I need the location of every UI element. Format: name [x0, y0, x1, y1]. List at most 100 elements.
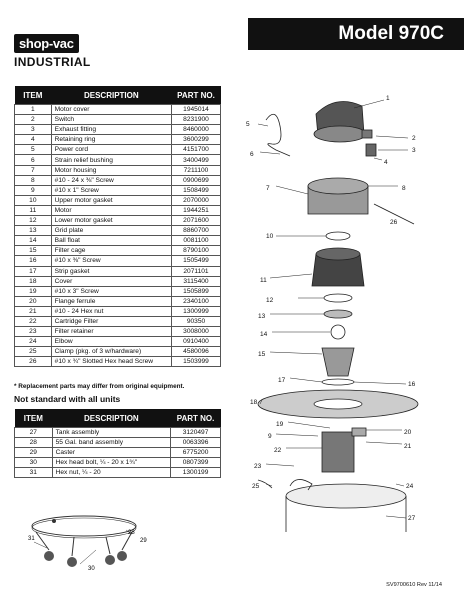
item-number: 26 [14, 356, 52, 368]
item-number: 29 [14, 447, 53, 459]
bolt [52, 519, 56, 523]
part-description: Lower motor gasket [50, 215, 172, 227]
part-description: Tank assembly [51, 426, 172, 439]
callout-27: 27 [408, 515, 416, 522]
callout-9: 9 [268, 433, 272, 440]
part-number: 1505899 [170, 285, 222, 297]
model-title-bar: Model 970C [248, 18, 464, 50]
callout-15: 15 [258, 351, 266, 358]
switch [361, 129, 373, 139]
part-number: 8790100 [170, 245, 222, 257]
item-number: 25 [14, 346, 52, 358]
item-number: 28 [14, 437, 53, 449]
part-description: #10 x ¾" Slotted Hex head Screw [50, 356, 172, 368]
part-number: 8231900 [170, 114, 222, 126]
item-number: 20 [14, 295, 52, 307]
part-number: 2340100 [170, 295, 222, 307]
part-number: 1300999 [170, 305, 222, 317]
motor-top [315, 247, 361, 261]
dolly-callout: 29 [140, 538, 147, 544]
item-number: 10 [14, 194, 52, 206]
part-number: 3600299 [170, 134, 222, 146]
part-description: #10 - 24 x ⅜" Screw [50, 174, 172, 186]
exploded-parts-diagram: 1 2 3 4 5 6 7 8 26 10 11 12 13 14 15 17 … [246, 95, 419, 532]
part-description: Power cord [50, 144, 172, 156]
part-description: Strip gasket [50, 265, 172, 277]
part-number: 0900699 [170, 174, 222, 186]
header-description: DESCRIPTION [51, 86, 172, 105]
callout-13: 13 [258, 313, 266, 320]
part-description: Cartridge Filter [50, 315, 172, 328]
callout-18: 18 [250, 399, 258, 406]
part-description: Cover [50, 275, 172, 287]
item-number: 11 [14, 204, 52, 217]
item-number: 16 [14, 255, 52, 267]
callout-17: 17 [278, 377, 286, 384]
item-number: 3 [14, 124, 52, 136]
brand-block: shop-vac INDUSTRIAL [14, 34, 91, 69]
caster-wheel [67, 557, 77, 567]
callout-3: 3 [412, 147, 416, 154]
part-number: 3120497 [170, 426, 221, 439]
dolly-leg [121, 531, 133, 551]
item-number: 6 [14, 154, 52, 166]
caster-wheel [44, 551, 54, 561]
leader-line [79, 549, 97, 565]
callout-21: 21 [404, 443, 412, 450]
item-number: 12 [14, 215, 52, 227]
callout-20: 20 [404, 429, 412, 436]
cartridge-filter [321, 431, 355, 473]
callout-25: 25 [252, 483, 260, 490]
caster-wheel [105, 555, 115, 565]
callout-14: 14 [260, 331, 268, 338]
ball-float [330, 324, 346, 340]
part-number: 0910400 [170, 336, 222, 348]
part-description: Hex nut, ¼ - 20 [51, 467, 172, 479]
callout-16: 16 [408, 381, 416, 388]
lower-motor-gasket [323, 293, 353, 303]
power-cord [265, 113, 291, 157]
part-number: 2070000 [170, 194, 222, 206]
exhaust-fitting [365, 143, 377, 157]
flange-ferrule [351, 427, 367, 437]
part-description: Ball float [50, 235, 172, 247]
part-number: 8460000 [170, 124, 222, 136]
part-description: Elbow [50, 336, 172, 348]
part-number: 6775200 [170, 447, 221, 459]
item-number: 21 [14, 305, 52, 317]
brand-subtitle: INDUSTRIAL [14, 55, 91, 69]
item-number: 24 [14, 336, 52, 348]
callout-6: 6 [250, 151, 254, 158]
callout-26: 26 [390, 219, 398, 226]
part-description: Filter retainer [50, 326, 172, 338]
item-number: 9 [14, 184, 52, 196]
model-title: Model 970C [338, 23, 444, 44]
cover-opening [313, 398, 363, 410]
part-number: 90350 [170, 315, 222, 328]
dolly-illustration: 31 30 28 29 [28, 515, 147, 572]
upper-motor-gasket [325, 231, 351, 241]
callout-10: 10 [266, 233, 274, 240]
callout-19: 19 [276, 421, 284, 428]
part-number: 3400499 [170, 154, 222, 166]
item-number: 27 [14, 426, 53, 439]
header-part-no: PART NO. [170, 409, 221, 428]
part-number: 1300199 [170, 467, 221, 479]
part-number: 1508499 [170, 184, 222, 196]
screw [373, 203, 415, 225]
